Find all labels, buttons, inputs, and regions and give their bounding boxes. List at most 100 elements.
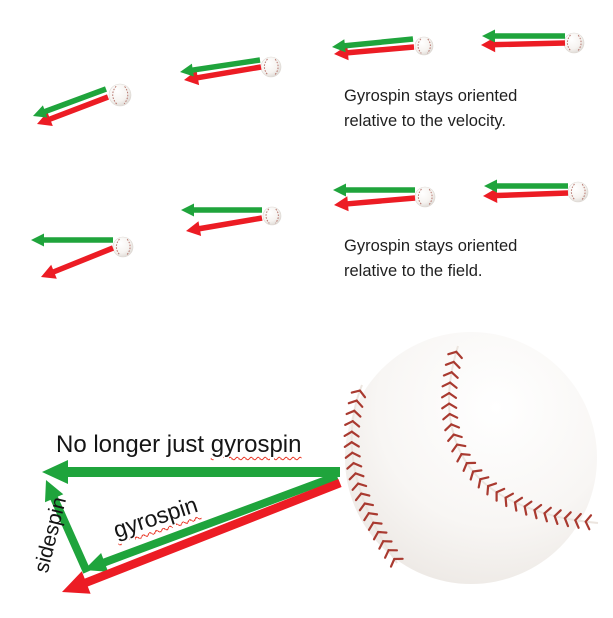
stitch-mark	[357, 482, 368, 488]
stitch-mark	[384, 549, 390, 559]
stitch-mark	[479, 476, 490, 481]
stitch-mark	[449, 381, 458, 389]
stitch-mark	[533, 503, 543, 512]
stitch-mark	[513, 496, 524, 504]
sidespin-arrow	[45, 480, 91, 574]
stitch-mark	[441, 381, 452, 388]
stitch-mark	[358, 389, 367, 399]
green-spin-arrow	[484, 179, 568, 193]
stitch-mark	[543, 506, 552, 515]
stitch-mark	[442, 412, 451, 421]
red-spin-arrow	[334, 195, 416, 212]
stitch-mark	[543, 512, 549, 523]
total-spin-red-arrow	[62, 479, 342, 594]
bottom-title-text: No longer just	[56, 431, 211, 458]
stitch-mark	[347, 399, 358, 405]
green-spin-arrow	[31, 233, 113, 247]
stitch-mark	[352, 462, 363, 468]
stitch-mark	[350, 389, 361, 394]
red-spin-arrow	[334, 44, 415, 61]
stitch-mark	[351, 420, 361, 428]
stitch-mark	[345, 409, 356, 416]
stitch-mark	[372, 530, 380, 541]
red-spin-arrow	[184, 64, 262, 86]
red-spin-arrow	[481, 37, 566, 53]
stitch-mark	[354, 492, 363, 502]
stitch-mark	[346, 462, 355, 470]
stitch-mark	[487, 482, 498, 488]
stitch-mark	[448, 392, 458, 399]
green-spin-arrow	[482, 29, 565, 43]
stitch-mark	[363, 512, 370, 522]
baseball-icon	[414, 186, 436, 208]
stitch-mark	[584, 520, 591, 531]
green-spin-arrow	[333, 183, 415, 197]
stitch-mark	[553, 514, 559, 526]
baseball-icon	[262, 206, 282, 226]
stitch-mark	[523, 505, 528, 516]
baseball-seam-middle	[448, 345, 599, 524]
resultant-spin-arrow	[42, 460, 340, 484]
stitch-mark	[504, 492, 515, 499]
stitch-mark	[462, 462, 468, 472]
caption-velocity-line1: Gyrospin stays oriented	[344, 87, 518, 105]
stitch-mark	[553, 509, 562, 518]
stitch-mark	[450, 423, 461, 429]
stitch-mark	[444, 423, 453, 432]
baseball-icon	[567, 181, 589, 203]
baseball-icon	[112, 236, 134, 258]
stitch-mark	[472, 469, 483, 473]
green-spin-arrow	[180, 57, 261, 77]
stitch-mark	[504, 496, 508, 508]
stitch-mark	[377, 530, 388, 534]
stitch-mark	[343, 441, 353, 448]
stitch-mark	[353, 409, 362, 418]
stitch-mark	[452, 433, 463, 439]
bottom-title: No longer just gyrospin	[56, 431, 301, 459]
stitch-mark	[350, 441, 360, 448]
stitch-mark	[348, 472, 357, 481]
caption-field-line1: Gyrospin stays oriented	[344, 237, 518, 255]
stitch-mark	[584, 514, 593, 523]
stitch-mark	[444, 360, 455, 366]
stitch-mark	[450, 371, 459, 379]
stitch-mark	[456, 453, 463, 463]
stitch-mark	[442, 371, 453, 377]
bottom-title-gyrospin-word: gyrospin	[210, 431, 302, 458]
stitch-mark	[344, 451, 354, 459]
stitch-mark	[441, 402, 451, 410]
stitch-mark	[367, 512, 379, 516]
stitch-mark	[378, 540, 385, 550]
stitch-mark	[355, 399, 364, 408]
stitch-mark	[350, 430, 360, 438]
stitch-mark	[486, 485, 490, 496]
baseball-icon	[108, 83, 132, 107]
baseball-icon	[414, 36, 434, 56]
stitch-mark	[513, 501, 518, 512]
stitch-mark	[448, 402, 458, 409]
stitch-mark	[533, 509, 538, 520]
stitch-mark	[469, 470, 475, 481]
red-spin-arrow	[41, 245, 114, 279]
stitch-mark	[452, 360, 461, 369]
stitch-mark	[574, 512, 582, 522]
stitch-mark	[477, 478, 482, 489]
stitch-mark	[344, 420, 354, 426]
red-spin-arrow	[37, 94, 109, 126]
stitch-mark	[574, 519, 580, 529]
stitch-mark	[455, 350, 463, 360]
stitch-mark	[360, 492, 371, 497]
caption-velocity-line2: relative to the velocity.	[344, 112, 507, 130]
stitch-mark	[456, 443, 467, 448]
stitch-mark	[523, 500, 533, 508]
stitch-mark	[343, 430, 353, 437]
red-spin-arrow	[483, 188, 569, 203]
stitch-mark	[447, 350, 458, 356]
stitch-mark	[354, 472, 365, 478]
stitch-mark	[451, 443, 459, 453]
gyrospin-arrow	[84, 472, 339, 572]
stitch-mark	[448, 412, 459, 419]
stitch-mark	[351, 482, 360, 491]
